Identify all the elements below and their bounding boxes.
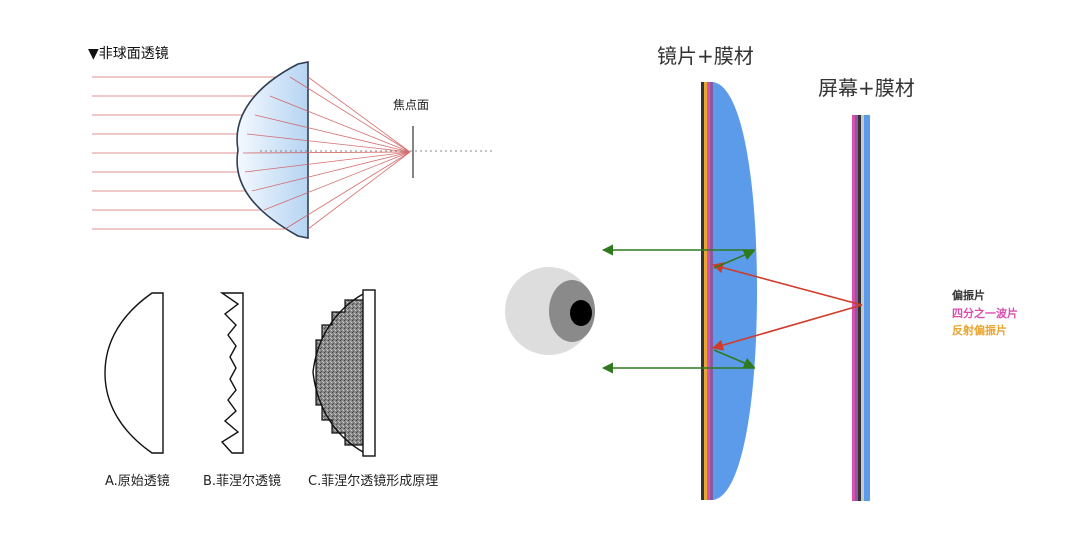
original-lens-shape — [104, 292, 164, 454]
fresnel-lens-shape — [219, 292, 244, 454]
legend-polarizer: 偏振片 — [952, 289, 985, 302]
converging-rays — [242, 76, 411, 230]
aspheric-lens-diagram — [92, 61, 495, 239]
eye-icon — [505, 267, 595, 355]
output-rays — [601, 244, 756, 374]
aspheric-lens — [236, 61, 309, 239]
pancake-optics-diagram — [505, 82, 870, 501]
aspheric-lens-title: ▼非球面透镜 — [88, 46, 169, 62]
lens-film-stack — [701, 82, 713, 500]
screen-film-stack — [852, 115, 870, 501]
caption-fresnel-lens: B.菲涅尔透镜 — [203, 474, 282, 489]
lens-film-label: 镜片+膜材 — [657, 44, 754, 68]
legend-quarter-wave-plate: 四分之一波片 — [952, 307, 1018, 320]
reflection-path — [711, 262, 863, 351]
incoming-rays — [92, 76, 290, 230]
caption-original-lens: A.原始透镜 — [105, 474, 170, 489]
focal-plane-label: 焦点面 — [393, 98, 430, 112]
caption-fresnel-principle: C.菲涅尔透镜形成原理 — [308, 474, 439, 489]
legend-reflective-polarizer: 反射偏振片 — [952, 324, 1007, 337]
screen-film-label: 屏幕+膜材 — [818, 76, 915, 100]
lens-blue — [713, 82, 757, 500]
fresnel-diagram — [104, 289, 376, 457]
fresnel-principle-shape — [312, 289, 376, 457]
